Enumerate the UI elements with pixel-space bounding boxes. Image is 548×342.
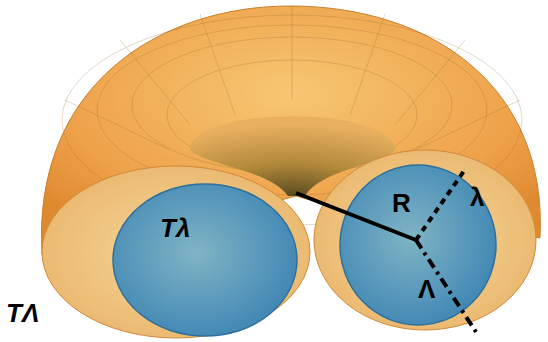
major-radius-label: R	[392, 190, 411, 216]
outer-torus-label: TΛ	[6, 300, 39, 326]
outer-cross-section	[42, 166, 310, 338]
inner-radius	[416, 168, 466, 240]
inner-torus-label: Tλ	[160, 215, 190, 241]
inner-cross-section	[113, 184, 297, 336]
inner-radius-label: λ	[470, 184, 484, 210]
outer-cross-section	[314, 150, 536, 330]
outer-radius-label: Λ	[418, 276, 435, 302]
outer-radius	[416, 240, 476, 332]
